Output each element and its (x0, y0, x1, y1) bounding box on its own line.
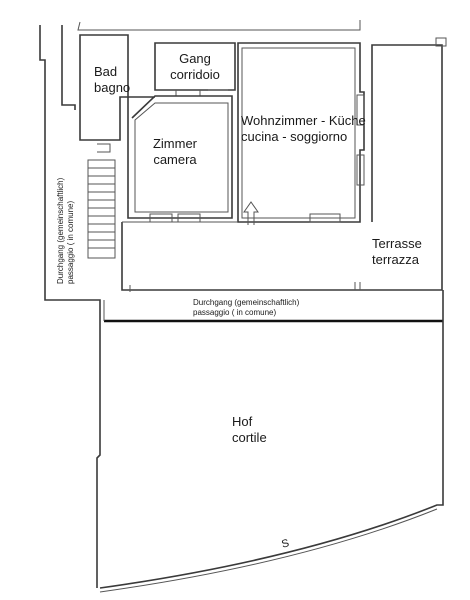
living-walls (237, 42, 365, 223)
room-label-bedroom-de: Zimmer (152, 136, 198, 151)
room-label-living-it: cucina - soggiorno (241, 129, 348, 145)
room-label-terrace-it: terrazza (372, 252, 419, 268)
room-label-living: Wohnzimmer - Küche cucina - soggiorno (241, 113, 366, 146)
room-label-bedroom-it: camera (153, 152, 197, 168)
terrace-edge-marks (129, 282, 361, 292)
living-window-bottom (309, 213, 341, 223)
room-label-corridor: Gang corridoio (157, 51, 233, 84)
passage-label-vertical-it: passaggio ( in comune) (66, 200, 75, 284)
outer-wall-top (61, 25, 76, 110)
courtyard-outline (99, 290, 444, 589)
bedroom-inner (134, 102, 229, 213)
room-label-courtyard: Hof cortile (232, 414, 267, 447)
room-label-bathroom-de: Bad (94, 64, 118, 79)
terrace-outline (121, 44, 443, 291)
staircase (87, 143, 116, 259)
room-label-bathroom: Bad bagno (94, 64, 130, 97)
entry-arrow (243, 201, 259, 225)
passage-label-vertical-de: Durchgang (gemeinschaftlich) (56, 177, 65, 284)
room-label-courtyard-it: cortile (232, 430, 267, 446)
top-wall-line (77, 20, 361, 31)
passage-label-horizontal-it: passaggio ( in comune) (193, 308, 277, 317)
room-label-terrace-de: Terrasse (372, 236, 422, 251)
courtyard-curve-inner (99, 508, 438, 593)
outer-wall-left (39, 25, 101, 588)
living-window-right (356, 94, 365, 126)
passage-label-horizontal: Durchgang (gemeinschaftlich) passaggio (… (193, 298, 299, 318)
passage-label-vertical: Durchgang (gemeinschaftlich) passaggio (… (56, 178, 76, 284)
living-inner (241, 47, 356, 219)
room-label-courtyard-de: Hof (232, 414, 253, 429)
bedroom-walls (127, 95, 233, 219)
terrace-corner (435, 37, 447, 47)
room-label-terrace: Terrasse terrazza (372, 236, 422, 269)
room-label-corridor-de: Gang (179, 51, 211, 66)
room-label-living-de: Wohnzimmer - Küche (241, 113, 366, 128)
bathroom-walls (79, 34, 129, 141)
living-window-right-2 (356, 154, 365, 186)
room-label-bathroom-it: bagno (94, 80, 131, 96)
corridor-door (175, 89, 228, 96)
room-label-bedroom: Zimmer camera (140, 136, 210, 169)
passage-label-horizontal-de: Durchgang (gemeinschaftlich) (193, 298, 300, 307)
room-label-corridor-it: corridoio (170, 67, 220, 83)
corridor-walls (154, 42, 236, 91)
